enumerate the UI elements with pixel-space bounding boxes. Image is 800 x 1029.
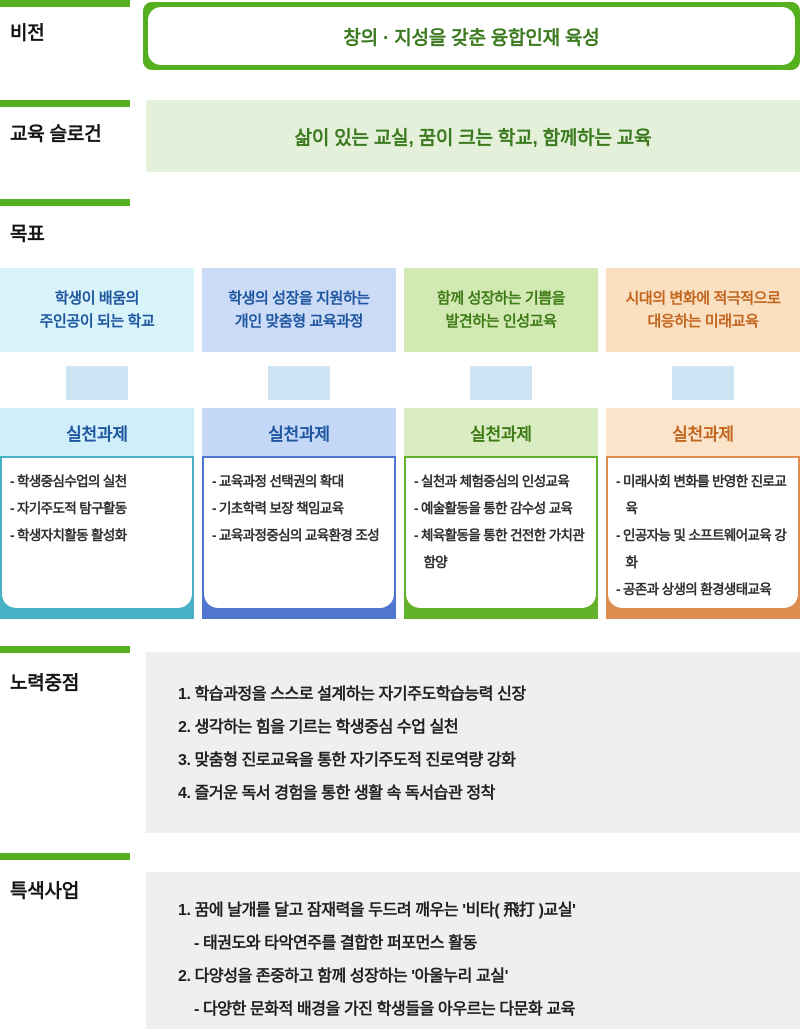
section-bar-slogan: [0, 100, 130, 107]
efforts-box: 1. 학습과정을 스스로 설계하는 자기주도학습능력 신장 2. 생각하는 힘을…: [146, 652, 800, 833]
task-box-4-body: - 미래사회 변화를 반영한 진로교육 - 인공자능 및 소프트웨어교육 강화 …: [608, 458, 798, 608]
vision-box: 창의 · 지성을 갖춘 융합인재 육성: [143, 2, 800, 70]
goal-box-3: 함께 성장하는 기쁨을 발견하는 인성교육: [404, 268, 598, 352]
task-item: - 교육과정중심의 교육환경 조성: [212, 528, 380, 543]
task-box-2-bodywrap: - 교육과정 선택권의 확대 - 기초학력 보장 책임교육 - 교육과정중심의 …: [202, 456, 396, 619]
task-item: - 예술활동을 통한 감수성 교육: [414, 501, 573, 516]
section-bar-goals: [0, 199, 130, 206]
effort-item: 1. 학습과정을 스스로 설계하는 자기주도학습능력 신장: [178, 686, 526, 703]
section-bar-efforts: [0, 646, 130, 653]
task-item: - 학생중심수업의 실천: [10, 474, 127, 489]
task-box-1-body: - 학생중심수업의 실천 - 자기주도적 탐구활동 - 학생자치활동 활성화: [2, 458, 192, 608]
special-subitem: - 다양한 문화적 배경을 가진 학생들을 아우르는 다문화 교육: [194, 1001, 575, 1018]
task-box-3: 실천과제 - 실천과 체험중심의 인성교육 - 예술활동을 통한 감수성 교육 …: [404, 408, 598, 619]
connector-1: [66, 366, 128, 400]
task-box-2-body: - 교육과정 선택권의 확대 - 기초학력 보장 책임교육 - 교육과정중심의 …: [204, 458, 394, 608]
vision-box-inner: 창의 · 지성을 갖춘 융합인재 육성: [148, 7, 795, 65]
task-box-1-header: 실천과제: [0, 408, 194, 456]
task-box-2: 실천과제 - 교육과정 선택권의 확대 - 기초학력 보장 책임교육 - 교육과…: [202, 408, 396, 619]
goal-title-4: 시대의 변화에 적극적으로 대응하는 미래교육: [625, 289, 781, 330]
task-box-4-bodywrap: - 미래사회 변화를 반영한 진로교육 - 인공자능 및 소프트웨어교육 강화 …: [606, 456, 800, 619]
section-bar-vision: [0, 0, 130, 7]
task-item: - 체육활동을 통한 건전한 가치관 함양: [414, 528, 585, 570]
task-box-3-header: 실천과제: [404, 408, 598, 456]
section-label-slogan: 교육 슬로건: [10, 124, 102, 145]
connector-2: [268, 366, 330, 400]
goal-title-3: 함께 성장하는 기쁨을 발견하는 인성교육: [436, 289, 566, 330]
special-subitem: - 태권도와 타악연주를 결합한 퍼포먼스 활동: [194, 935, 477, 952]
goal-box-4: 시대의 변화에 적극적으로 대응하는 미래교육: [606, 268, 800, 352]
section-label-goals: 목표: [10, 224, 45, 245]
task-box-1-bodywrap: - 학생중심수업의 실천 - 자기주도적 탐구활동 - 학생자치활동 활성화: [0, 456, 194, 619]
connector-3: [470, 366, 532, 400]
goal-box-2: 학생의 성장을 지원하는 개인 맞춤형 교육과정: [202, 268, 396, 352]
task-item: - 학생자치활동 활성화: [10, 528, 127, 543]
task-item: - 미래사회 변화를 반영한 진로교육: [616, 474, 787, 516]
task-box-2-header: 실천과제: [202, 408, 396, 456]
special-box: 1. 꿈에 날개를 달고 잠재력을 두드려 깨우는 '비타( 飛打 )교실' -…: [146, 872, 800, 1029]
slogan-box: 삶이 있는 교실, 꿈이 크는 학교, 함께하는 교육: [146, 100, 800, 172]
section-label-special: 특색사업: [10, 881, 80, 902]
section-bar-special: [0, 853, 130, 860]
effort-item: 4. 즐거운 독서 경험을 통한 생활 속 독서습관 정착: [178, 785, 495, 802]
task-box-3-bodywrap: - 실천과 체험중심의 인성교육 - 예술활동을 통한 감수성 교육 - 체육활…: [404, 456, 598, 619]
task-box-4: 실천과제 - 미래사회 변화를 반영한 진로교육 - 인공자능 및 소프트웨어교…: [606, 408, 800, 619]
goal-title-1: 학생이 배움의 주인공이 되는 학교: [39, 289, 155, 330]
effort-item: 2. 생각하는 힘을 기르는 학생중심 수업 실천: [178, 719, 459, 736]
goal-title-2: 학생의 성장을 지원하는 개인 맞춤형 교육과정: [228, 289, 370, 330]
goal-box-1: 학생이 배움의 주인공이 되는 학교: [0, 268, 194, 352]
connector-4: [672, 366, 734, 400]
slogan-text: 삶이 있는 교실, 꿈이 크는 학교, 함께하는 교육: [294, 127, 652, 149]
section-label-vision: 비전: [10, 23, 45, 44]
task-item: - 자기주도적 탐구활동: [10, 501, 127, 516]
task-item: - 기초학력 보장 책임교육: [212, 501, 344, 516]
special-item: 1. 꿈에 날개를 달고 잠재력을 두드려 깨우는 '비타( 飛打 )교실': [178, 902, 576, 919]
effort-item: 3. 맞춤형 진로교육을 통한 자기주도적 진로역량 강화: [178, 752, 516, 769]
vision-text: 창의 · 지성을 갖춘 융합인재 육성: [343, 27, 600, 49]
task-item: - 실천과 체험중심의 인성교육: [414, 474, 570, 489]
task-item: - 공존과 상생의 환경생태교육: [616, 582, 772, 597]
task-item: - 인공자능 및 소프트웨어교육 강화: [616, 528, 787, 570]
task-box-3-body: - 실천과 체험중심의 인성교육 - 예술활동을 통한 감수성 교육 - 체육활…: [406, 458, 596, 608]
task-box-1: 실천과제 - 학생중심수업의 실천 - 자기주도적 탐구활동 - 학생자치활동 …: [0, 408, 194, 619]
special-item: 2. 다양성을 존중하고 함께 성장하는 '아울누리 교실': [178, 968, 509, 985]
task-box-4-header: 실천과제: [606, 408, 800, 456]
section-label-efforts: 노력중점: [10, 673, 80, 694]
task-item: - 교육과정 선택권의 확대: [212, 474, 344, 489]
